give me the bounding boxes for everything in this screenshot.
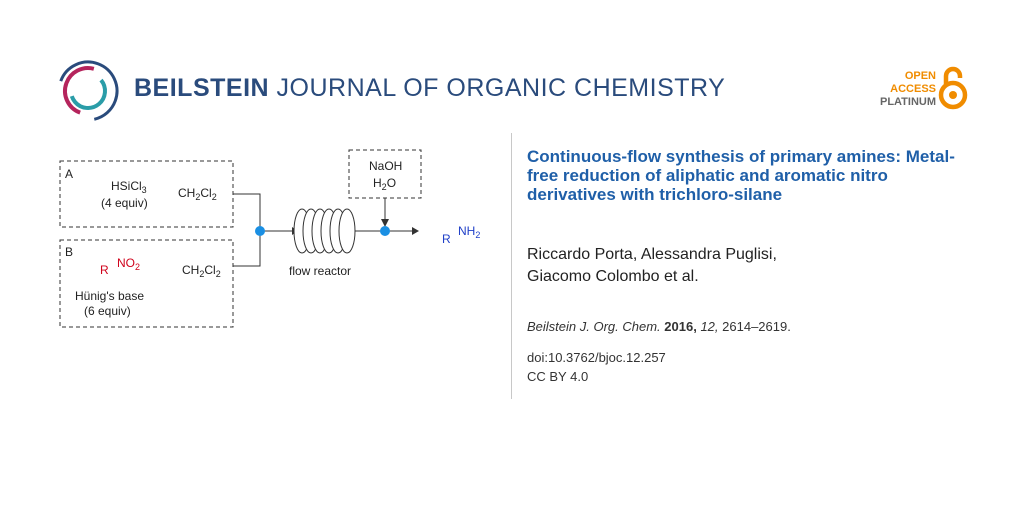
- base-equiv: (6 equiv): [84, 304, 131, 318]
- doi: doi:10.3762/bjoc.12.257: [527, 350, 666, 365]
- mixer-dot-2: [380, 226, 390, 236]
- authors-line-2: Giacomo Colombo et al.: [527, 268, 699, 285]
- authors: Riccardo Porta, Alessandra Puglisi, Giac…: [527, 244, 977, 288]
- open-access-label: OPEN ACCESS PLATINUM: [880, 70, 936, 109]
- citation-pages: 2614–2619.: [722, 319, 791, 334]
- journal-title: BEILSTEIN JOURNAL OF ORGANIC CHEMISTRY: [134, 74, 725, 103]
- substrate-r: R: [100, 263, 109, 277]
- license: CC BY 4.0: [527, 369, 589, 384]
- box-b: [59, 239, 234, 328]
- citation-year: 2016,: [664, 319, 697, 334]
- journal-title-bold: BEILSTEIN: [134, 74, 270, 102]
- substrate-nitro: NO2: [117, 256, 140, 272]
- oa-open: OPEN: [904, 70, 936, 82]
- reactor-label: flow reactor: [289, 264, 351, 278]
- journal-abbrev: Beilstein J. Org. Chem.: [527, 319, 661, 334]
- box-a-label: A: [65, 167, 73, 181]
- base: Hünig's base: [75, 289, 144, 303]
- product-r: R: [442, 232, 451, 246]
- quench-naoh: NaOH: [369, 159, 402, 173]
- reagent-a: HSiCl3: [111, 179, 147, 195]
- quench-water: H2O: [373, 176, 396, 192]
- flow-reactor-coil-icon: [293, 208, 356, 254]
- reaction-scheme: A HSiCl3 (4 equiv) CH2Cl2 B R NO2 CH2Cl2…: [59, 149, 480, 328]
- mixer-dot-1: [255, 226, 265, 236]
- vertical-divider: [511, 133, 512, 399]
- box-b-label: B: [65, 245, 73, 259]
- open-access-lock-icon: [938, 66, 968, 110]
- citation: Beilstein J. Org. Chem. 2016, 12, 2614–2…: [527, 319, 791, 334]
- solvent-b: CH2Cl2: [182, 263, 221, 279]
- journal-title-rest: JOURNAL OF ORGANIC CHEMISTRY: [276, 74, 726, 102]
- oa-platinum: PLATINUM: [879, 96, 936, 108]
- citation-volume: 12,: [700, 319, 719, 334]
- beilstein-logo-icon: [57, 60, 119, 122]
- article-title: Continuous-flow synthesis of primary ami…: [527, 147, 955, 204]
- oa-access: ACCESS: [890, 83, 936, 95]
- solvent-a: CH2Cl2: [178, 186, 217, 202]
- reagent-a-equiv: (4 equiv): [101, 196, 148, 210]
- product-amine: NH2: [458, 224, 480, 240]
- authors-line-1: Riccardo Porta, Alessandra Puglisi,: [527, 246, 777, 263]
